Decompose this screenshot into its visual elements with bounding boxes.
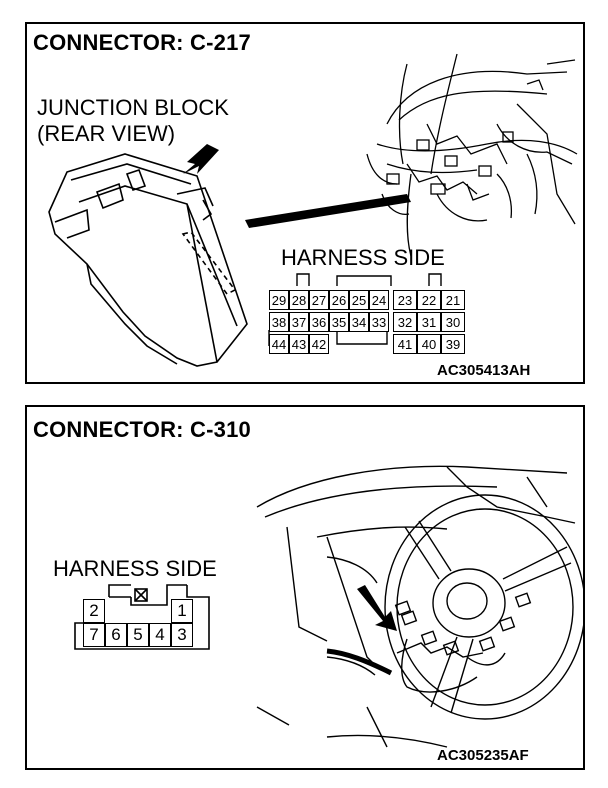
pin-cell: 23	[393, 290, 417, 310]
pin-cell: 2	[83, 599, 105, 623]
pin-cell: 29	[269, 290, 289, 310]
pointer-arrow-icon	[183, 144, 219, 174]
harness-side-label: HARNESS SIDE	[53, 556, 217, 581]
pin-cell: 43	[289, 334, 309, 354]
pin-cell: 28	[289, 290, 309, 310]
pin-cell: 35	[329, 312, 349, 332]
pin-cell: 1	[171, 599, 193, 623]
junction-block-drawing	[48, 153, 248, 367]
pin-cell: 31	[417, 312, 441, 332]
pin-cell: 44	[269, 334, 289, 354]
component-view: (REAR VIEW)	[37, 121, 176, 146]
pin-cell: 24	[369, 290, 389, 310]
harness-side-label: HARNESS SIDE	[281, 245, 445, 270]
pin-cell: 3	[171, 623, 193, 647]
pin-cell: 4	[149, 623, 171, 647]
pin-cell: 38	[269, 312, 289, 332]
connector-c310-outline	[74, 584, 210, 650]
pin-cell: 40	[417, 334, 441, 354]
pin-cell: 27	[309, 290, 329, 310]
steering-wheel-illustration	[74, 465, 583, 748]
dashboard-wiring-drawing	[366, 53, 578, 257]
pin-cell: 30	[441, 312, 465, 332]
component-name: JUNCTION BLOCK	[37, 95, 229, 120]
figure-code: AC305235AF	[437, 747, 529, 764]
pin-cell: 34	[349, 312, 369, 332]
panel-title: CONNECTOR: C-310	[33, 417, 251, 442]
location-pointer-icon	[245, 194, 411, 228]
pin-cell: 32	[393, 312, 417, 332]
panel-title: CONNECTOR: C-217	[33, 30, 251, 55]
pin-cell: 25	[349, 290, 369, 310]
pin-cell: 41	[393, 334, 417, 354]
pin-cell: 7	[83, 623, 105, 647]
pin-cell: 36	[309, 312, 329, 332]
harness-cable	[326, 648, 393, 676]
figure-code: AC305413AH	[437, 362, 531, 379]
pin-cell: 26	[329, 290, 349, 310]
pin-cell: 39	[441, 334, 465, 354]
junction-block-illustration	[48, 53, 578, 367]
pin-cell: 22	[417, 290, 441, 310]
pin-cell: 42	[309, 334, 329, 354]
connector-c310-panel: CONNECTOR: C-310 HARNESS SIDE	[25, 405, 585, 770]
pin-cell: 21	[441, 290, 465, 310]
pointer-arrow-icon	[357, 585, 397, 631]
pin-cell: 37	[289, 312, 309, 332]
pin-cell: 33	[369, 312, 389, 332]
pin-cell: 5	[127, 623, 149, 647]
pin-cell: 6	[105, 623, 127, 647]
connector-c217-panel: CONNECTOR: C-217 JUNCTION BLOCK (REAR VI…	[25, 22, 585, 384]
dashboard-drawing	[256, 465, 583, 748]
